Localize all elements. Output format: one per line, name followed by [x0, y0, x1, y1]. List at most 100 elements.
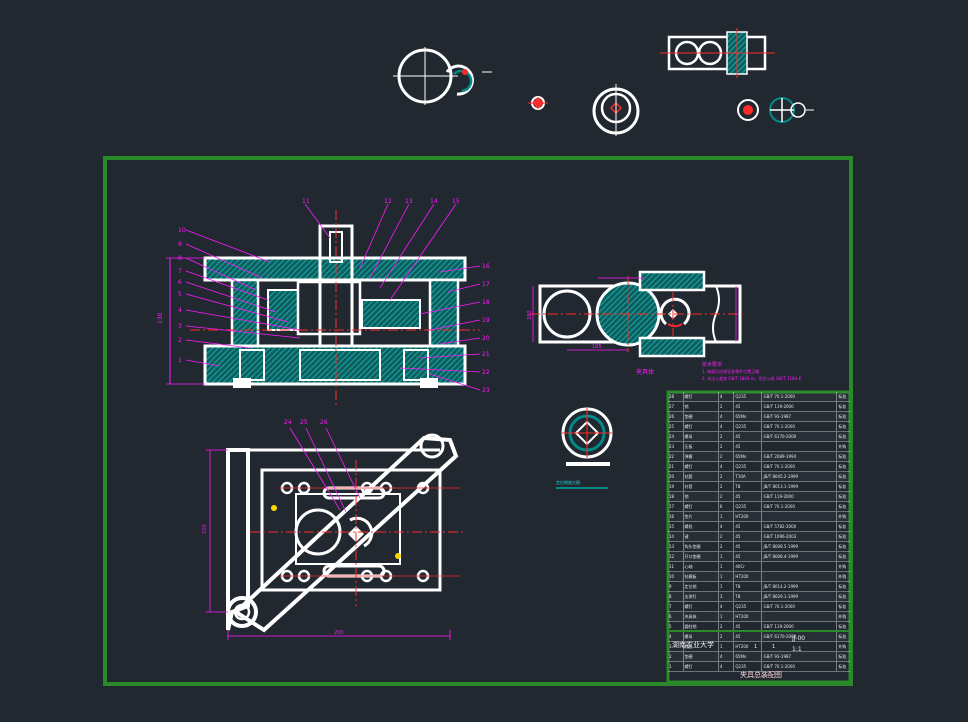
bom-cell — [762, 642, 838, 651]
bom-cell: 6 — [719, 502, 735, 511]
bom-cell: 45 — [734, 432, 763, 441]
bom-cell: 标准 — [838, 474, 847, 479]
bom-cell: 标准 — [838, 524, 847, 529]
bom-cell: 标准 — [838, 404, 847, 409]
bom-cell: 标准 — [838, 454, 847, 459]
leader-line — [185, 270, 269, 301]
leader-line — [304, 203, 331, 239]
leader-line — [185, 257, 257, 291]
bom-cell: 钻模板 — [684, 572, 719, 581]
leader-line — [185, 281, 277, 313]
bom-cell: 1 — [719, 572, 735, 581]
leader-line — [379, 203, 435, 289]
bom-cell: 17 — [668, 502, 684, 511]
tech-notes-line2: 2. 未注公差按 GB/T 1804-m，形位公差 GB/T 1184-K — [702, 375, 802, 381]
leader-line — [429, 373, 481, 391]
bom-cell — [762, 512, 838, 521]
bom-cell: 24 — [668, 432, 684, 441]
bom-cell: 15 — [668, 522, 684, 531]
leader-line — [369, 203, 410, 279]
bom-cell: 22 — [668, 452, 684, 461]
bom-cell: 键 — [684, 532, 719, 541]
bom-cell: Q235 — [734, 602, 763, 611]
bom-cell: 14 — [668, 532, 684, 541]
bom-cell: 钻套 — [684, 472, 719, 481]
title-code: JJ-00 — [792, 635, 806, 642]
tech-notes-heading: 技术要求 — [702, 361, 722, 368]
bom-cell: JB/T 8014.2-1999 — [762, 582, 838, 591]
bom-cell: 2 — [719, 442, 735, 451]
bom-cell: 40Cr — [734, 562, 763, 571]
bom-cell: 外购 — [838, 614, 847, 619]
callout-16: 16 — [482, 263, 490, 270]
bom-cell: Q235 — [734, 422, 763, 431]
bom-cell: 5 — [668, 622, 684, 631]
bom-cell: Q235 — [734, 462, 763, 471]
leader-line — [185, 243, 263, 279]
bom-cell: 45 — [734, 442, 763, 451]
title-ratio: 1:1 — [792, 646, 802, 653]
leader-line — [389, 203, 457, 301]
bom-cell: 圆柱销 — [684, 622, 719, 631]
bom-cell: 1 — [719, 582, 735, 591]
callout-2: 2 — [178, 337, 182, 344]
bom-cell: GB/T 5782-2000 — [762, 522, 838, 531]
bom-cell: 2 — [719, 492, 735, 501]
title-count: 1 — [754, 644, 758, 650]
callout-9: 9 — [178, 241, 182, 248]
bom-cell: 45 — [734, 552, 763, 561]
dim-side-width: 165 — [592, 344, 602, 350]
bom-cell: 45 — [734, 632, 763, 641]
callout-11: 11 — [302, 198, 310, 205]
bom-cell: 标准 — [838, 414, 847, 419]
bom-cell: 2 — [719, 452, 735, 461]
bom-cell: 标准 — [838, 484, 847, 489]
bom-cell: 衬套 — [684, 482, 719, 491]
callout-15: 15 — [452, 198, 460, 205]
bom-cell: 标准 — [838, 664, 847, 669]
bom-cell: 定位销 — [684, 582, 719, 591]
bom-cell: 4 — [719, 652, 735, 661]
leader-line — [439, 337, 481, 345]
bom-cell: 标准 — [838, 424, 847, 429]
bom-cell: 12 — [668, 552, 684, 561]
front-section-view — [166, 203, 481, 408]
bom-cell: 外购 — [838, 514, 847, 519]
leader-line — [447, 283, 481, 293]
bom-cell: GB/T 119-2000 — [762, 402, 838, 411]
bom-cell: 3 — [719, 592, 735, 601]
bom-cell: 销 — [684, 492, 719, 501]
leader-line — [399, 367, 481, 373]
bom-cell: 4 — [719, 662, 735, 671]
bom-cell: 45 — [734, 542, 763, 551]
callout-12: 12 — [384, 198, 392, 205]
bom-cell: 9 — [668, 582, 684, 591]
bom-cell: 开口垫圈 — [684, 552, 719, 561]
callout-24: 24 — [284, 419, 292, 426]
bom-cell: 螺钉 — [684, 462, 719, 471]
bom-cell: 标准 — [838, 594, 847, 599]
callout-13: 13 — [405, 198, 413, 205]
bom-cell: JB/T 8045.2-1999 — [762, 472, 838, 481]
bom-cell: 2 — [719, 542, 735, 551]
bom-cell: T8 — [734, 482, 763, 491]
bom-cell: HT200 — [734, 642, 763, 651]
bom-cell: Q235 — [734, 392, 763, 401]
title-school: 湖南农业大学 — [672, 641, 714, 649]
bom-cell: GB/T 6170-2000 — [762, 632, 838, 641]
bom-cell: 45 — [734, 522, 763, 531]
callout-17: 17 — [482, 281, 490, 288]
bom-cell: 外购 — [838, 564, 847, 569]
